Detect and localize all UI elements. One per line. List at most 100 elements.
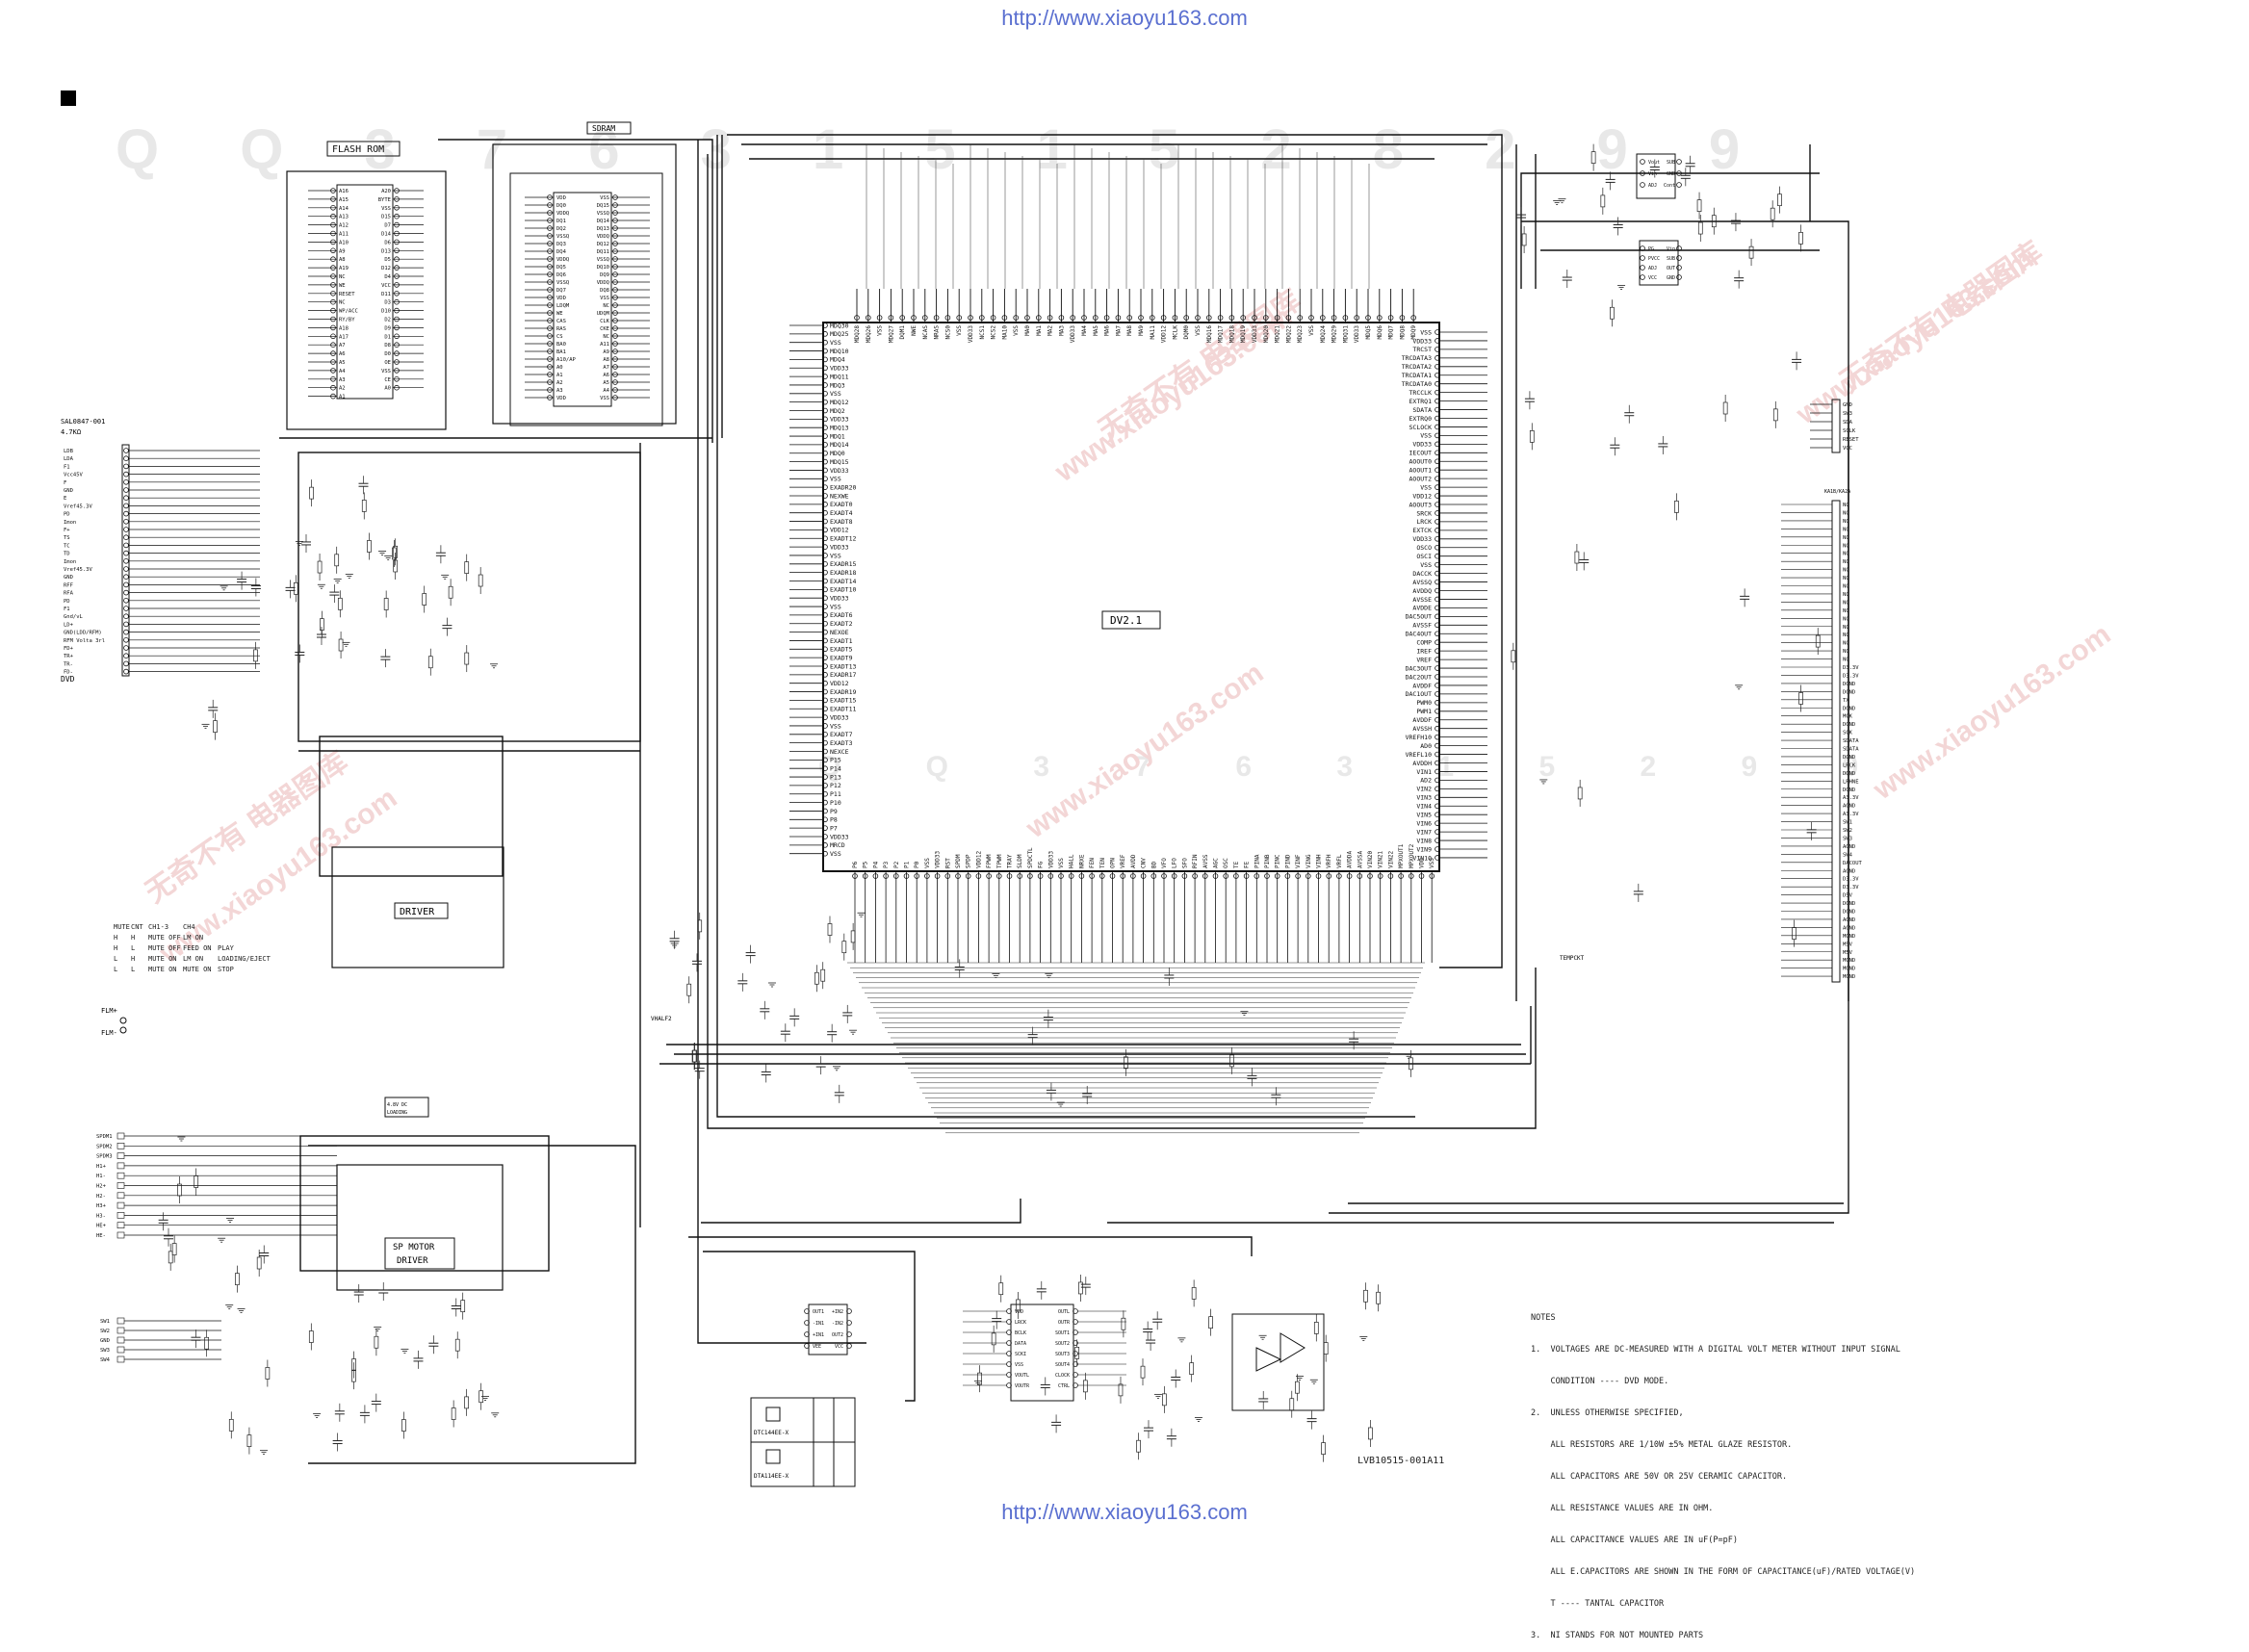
ic-pin-label: VDD33	[968, 325, 974, 343]
sdram-pin-label: DQ12	[597, 242, 609, 247]
ic-pin-label: SPDM	[955, 854, 962, 868]
ic-pin-label: EXADT1	[830, 637, 853, 645]
ic-pin-label: VSS	[1420, 432, 1432, 440]
ic-pin-label: TEN	[1099, 858, 1106, 868]
rc2-pin-label: SW2	[1843, 828, 1852, 834]
spindle-pin-label: HE+	[96, 1224, 107, 1229]
ic-pin-label: MDQ0	[830, 450, 845, 457]
pickup-pin-label: FD+	[64, 646, 74, 652]
sdram-pin-label: UDQM	[597, 311, 610, 317]
ic-pin-label: EXADT2	[830, 620, 853, 628]
flash-pin-label: CE	[384, 377, 391, 383]
rc2-pin-label: D3.3V	[1843, 885, 1859, 891]
ic-pin-label: FEN	[1089, 858, 1096, 868]
rc2-pin-label: NC	[1843, 649, 1849, 655]
ic-pin-label: MCLK	[1172, 325, 1178, 340]
mute-table-cell: CH1-3	[148, 923, 169, 931]
sdram-pin-label: A4	[603, 388, 609, 394]
mute-table-cell: MUTE ON	[148, 966, 177, 973]
spindle-pin-label: H3-	[96, 1213, 106, 1219]
rc2-pin-label: D3.3V	[1843, 665, 1859, 671]
sdram-pin-label: A11	[600, 342, 609, 348]
sdram-pin-label: DQ6	[556, 272, 566, 278]
ic-pin-label: VSS	[830, 390, 841, 398]
flash-pin-label: D14	[381, 232, 392, 238]
ic-pin-label: NRAS	[934, 325, 941, 340]
sdram-pin-label: A1	[556, 373, 563, 378]
flash-pin-label: D6	[384, 240, 391, 245]
pickup-pin-label: TR+	[64, 654, 74, 659]
ic-pin-label: VSS	[830, 552, 841, 559]
ic-pin-label: VDD33	[1070, 325, 1076, 343]
sdram-pin-label: DQ8	[600, 288, 609, 294]
sp-motor-driver: SP MOTOR DRIVER	[336, 1164, 504, 1291]
flash-pin-label: WP/ACC	[339, 309, 358, 315]
ic-pin-label: EXADT6	[830, 611, 853, 619]
ic-pin-label: VDD33	[830, 833, 849, 840]
pickup-pin-label: TS	[64, 535, 70, 541]
opamp-pin-label: -IN1	[813, 1321, 824, 1327]
ic-pin-label: EXADT3	[830, 739, 853, 747]
ic-pin-label: VSS	[1420, 483, 1432, 491]
sdram-pin-label: A0	[556, 365, 563, 371]
flash-pin-label: NC	[339, 300, 346, 306]
spindle-pin-label: SPDM3	[96, 1154, 113, 1160]
flash-pin-label: BYTE	[378, 197, 391, 203]
spindle-pin-label: H2+	[96, 1184, 107, 1190]
rc2-pin-label: NC	[1843, 543, 1849, 549]
ic-pin-label: MDQ1	[830, 432, 845, 440]
sdram-pin-label: DQ10	[597, 265, 609, 271]
opamp-pin-label: +IN2	[832, 1309, 843, 1315]
flash-pin-label: A10	[339, 240, 349, 245]
ic-pin-label: AVDDF	[1412, 716, 1432, 724]
sdram-pin-label: DQ4	[556, 249, 567, 255]
flash-pin-label: D3	[384, 300, 391, 306]
legend-part-2: DTA114EE-X	[754, 1473, 789, 1480]
ic-pin-label: TRCDATA2	[1402, 363, 1432, 371]
ic-pin-label: AOOUT1	[1409, 467, 1433, 475]
ic-pin-label: P8	[830, 816, 838, 824]
ic-pin-label: FG	[1038, 861, 1045, 868]
ic-pin-label: VDD12	[975, 851, 982, 868]
dac-pin-label: SOUT1	[1055, 1330, 1070, 1336]
ic-pin-label: VSS	[1195, 325, 1202, 336]
sdram-pin-label: A5	[603, 380, 609, 386]
ic-pin-label: MDQ27	[888, 325, 894, 343]
rc2-pin-label: NC	[1843, 608, 1849, 614]
flash-pin-label: A0	[384, 386, 391, 392]
switch-pin-label: SW4	[100, 1357, 111, 1363]
ic-pin-label: MDQ21	[1275, 325, 1281, 343]
flash-right-pins: A20BYTEVSSD15D7D14D6D13D5D12D4VCCD11D3D1…	[378, 188, 424, 392]
ic-pin-label: MDQ28	[854, 325, 861, 343]
ic-pin-label: NWE	[911, 325, 918, 336]
rc2-pin-label: DGND	[1843, 682, 1855, 687]
mute-table-cell: LM ON	[183, 934, 204, 942]
flm-connector: FLM+ FLM-	[101, 1007, 127, 1037]
flash-rom-title: FLASH ROM	[332, 144, 384, 155]
header-url[interactable]: http://www.xiaoyu163.com	[1001, 6, 1248, 30]
pickup-pin-label: RFM Volta 3rl	[64, 638, 105, 644]
rc2-pin-label: NC	[1843, 503, 1849, 508]
mute-table-cell: MUTE ON	[148, 955, 177, 963]
rc2-pin-label: NC	[1843, 625, 1849, 631]
ic-pin-label: EXTCK	[1412, 527, 1432, 534]
footer-url[interactable]: http://www.xiaoyu163.com	[1001, 1500, 1248, 1524]
rc2-pin-label: NC	[1843, 592, 1849, 598]
ic-pin-label: VIN1	[1416, 768, 1432, 776]
mute-table-cell: MUTE OFF	[148, 934, 181, 942]
opamp-pin-label: +IN1	[813, 1332, 824, 1338]
ic-pin-label: EXADT9	[830, 654, 853, 661]
notes-line: ALL RESISTANCE VALUES ARE IN OHM.	[1531, 1504, 1714, 1513]
mute-table-cell: H	[114, 934, 118, 942]
ic-pin-label: PWM0	[1416, 699, 1432, 707]
mute-table-cell: MUTE OFF	[148, 944, 181, 952]
ic-pin-label: VSS	[1058, 858, 1065, 868]
ic-pin-label: MA7	[1115, 325, 1122, 336]
ic-pin-label: VING	[1305, 854, 1312, 868]
ic-pin-label: EXTRQ1	[1409, 398, 1433, 405]
ic-pin-label: TE	[1233, 861, 1240, 868]
ic-pin-label: DAC4OUT	[1406, 631, 1432, 638]
ic-pin-label: SLDM	[1017, 854, 1023, 868]
ic-pin-label: OSCO	[1416, 544, 1432, 552]
ic-pin-label: MDQ8	[1399, 325, 1406, 340]
